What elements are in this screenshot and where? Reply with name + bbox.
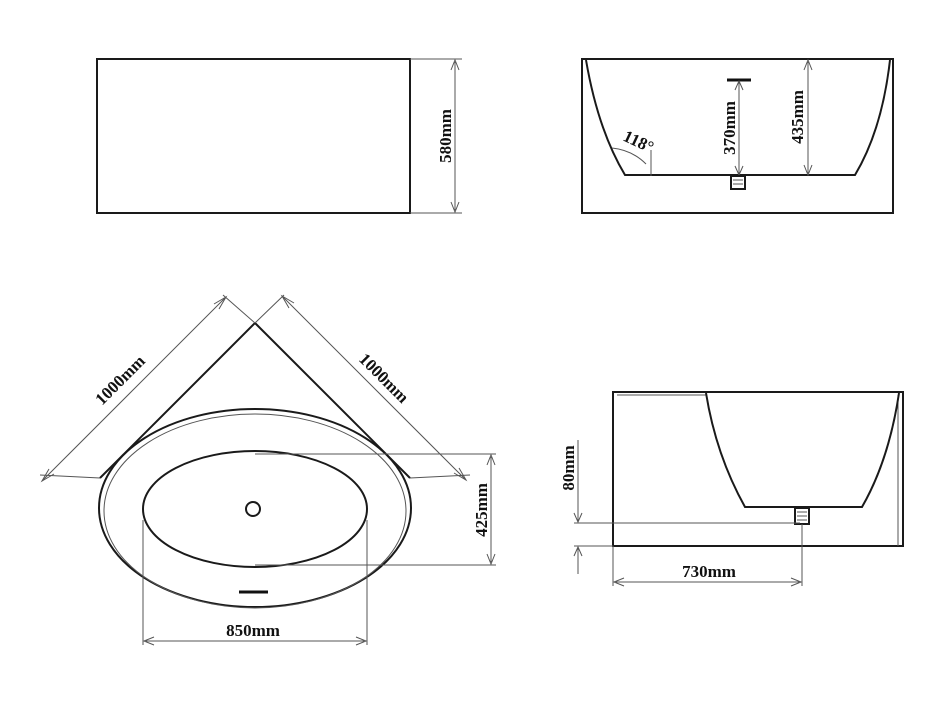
side-depth-arrow-top — [803, 58, 813, 71]
plan-right-arrow-top — [280, 294, 295, 309]
side-overflow-arrow-top — [734, 79, 744, 91]
section-length-label: 730mm — [682, 562, 736, 581]
front-elevation-view: 580mm — [96, 58, 462, 214]
plan-depth-arrow-top — [486, 453, 496, 466]
front-height-label: 580mm — [436, 109, 455, 163]
plan-width-arrow-right — [355, 636, 368, 646]
plan-left-arrow-bottom — [40, 468, 55, 483]
side-depth-label: 435mm — [788, 90, 807, 144]
plan-outer-rim — [98, 408, 412, 608]
side-overflow-label: 370mm — [720, 101, 739, 155]
plan-left-arrow-top — [213, 295, 228, 310]
section-base-arrow-top — [573, 512, 583, 524]
side-drain-fitting — [730, 175, 746, 190]
section-base-arrow-bottom — [573, 545, 583, 557]
plan-rim-lip — [103, 413, 407, 609]
side-depth-arrow-bottom — [803, 164, 813, 177]
plan-width-arrow-left — [142, 636, 155, 646]
front-height-arrow-top — [450, 58, 460, 71]
plan-right-arrow-bottom — [453, 467, 468, 482]
plan-width-label: 850mm — [226, 621, 280, 640]
plan-view: 1000mm 1000mm 425mm 850mm — [39, 294, 496, 646]
front-height-arrow-bottom — [450, 201, 460, 214]
plan-right-extension-top — [254, 294, 285, 324]
side-angle-arc — [611, 147, 647, 165]
plan-left-extension-bottom — [39, 474, 101, 479]
section-inner-basin-profile — [705, 392, 900, 508]
plan-inner-basin — [142, 450, 368, 568]
side-elevation-view: 118° 370mm 435mm — [581, 58, 894, 214]
plan-right-extension-bottom — [409, 474, 471, 479]
side-elevation-outline — [581, 58, 894, 214]
plan-depth-arrow-bottom — [486, 553, 496, 566]
plan-right-dimension-line — [281, 295, 467, 481]
section-length-arrow-left — [612, 577, 625, 587]
section-base-label: 80mm — [559, 445, 578, 490]
plan-drain-icon — [245, 501, 261, 517]
plan-left-dimension-line — [41, 296, 227, 482]
plan-depth-label: 425mm — [472, 483, 491, 537]
section-length-arrow-right — [790, 577, 803, 587]
front-elevation-outline — [96, 58, 411, 214]
plan-left-extension-top — [222, 294, 256, 324]
section-outline — [612, 391, 904, 547]
plan-left-edge-label: 1000mm — [91, 351, 149, 409]
section-view: 80mm 730mm — [559, 391, 904, 587]
